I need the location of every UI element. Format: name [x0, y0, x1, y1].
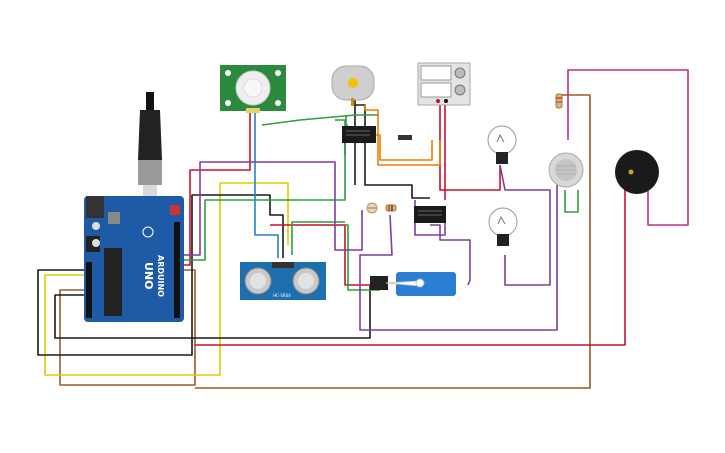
wire-blue[interactable]: [254, 112, 279, 258]
analog-header: [86, 262, 92, 318]
light-bulb-1[interactable]: [487, 125, 517, 164]
wire-yellow[interactable]: [44, 182, 289, 376]
diode[interactable]: [398, 135, 412, 140]
ultrasonic-sensor[interactable]: HC-SR04: [240, 262, 326, 300]
wire-purple-5[interactable]: [414, 215, 446, 236]
reset-button-icon: [170, 205, 180, 215]
resistor-2[interactable]: [555, 93, 563, 109]
bulb-1-glass: [487, 125, 517, 155]
buzzer-body: [615, 150, 659, 194]
digital-header: [174, 222, 180, 318]
gas-sensor[interactable]: [548, 152, 584, 188]
light-bulb-2[interactable]: [488, 207, 518, 246]
dc-motor[interactable]: [331, 65, 375, 106]
piezo-buzzer[interactable]: [615, 150, 659, 194]
wire-black-1[interactable]: [37, 194, 284, 356]
wire-red-1[interactable]: [180, 112, 251, 266]
resistor-1[interactable]: [385, 204, 397, 212]
usb-port: [86, 196, 104, 218]
relay-1[interactable]: [342, 126, 376, 143]
wire-green-relay[interactable]: [345, 115, 348, 126]
wire-red-2[interactable]: [195, 175, 626, 346]
arduino-model: UNO: [142, 262, 155, 290]
servo-body: [396, 272, 456, 296]
arduino-brand: ARDUINO: [156, 255, 165, 297]
plug-cable-end: [138, 160, 162, 185]
power-supply[interactable]: [417, 62, 471, 106]
motor-shaft-icon: [348, 78, 358, 88]
wire-orange[interactable]: [364, 105, 441, 166]
atmega-chip: [104, 248, 122, 316]
ultrasonic-label: HC-SR04: [273, 293, 291, 298]
plug-body: [138, 110, 162, 160]
capacitor-icon: [92, 222, 100, 230]
wire-green-3[interactable]: [291, 221, 345, 255]
wire-red-5[interactable]: [270, 130, 380, 286]
relay-2[interactable]: [414, 206, 446, 223]
wire-green-4[interactable]: [564, 190, 579, 213]
bulb-1-base: [496, 152, 508, 164]
power-plug[interactable]: [138, 92, 162, 197]
wire-purple-1[interactable]: [180, 161, 363, 256]
bulb-2-glass: [488, 207, 518, 237]
wire-purple-3[interactable]: [499, 164, 551, 286]
photoresistor[interactable]: [366, 202, 378, 214]
supply-knob-icon: [454, 67, 466, 79]
wire-green-1[interactable]: [180, 114, 378, 261]
wire-purple-4[interactable]: [359, 185, 558, 331]
servo-connector: [370, 276, 388, 290]
bulb-2-base: [497, 234, 509, 246]
pir-sensor[interactable]: [220, 65, 286, 113]
arduino-uno[interactable]: ARDUINO UNO: [84, 196, 184, 322]
wire-magenta[interactable]: [567, 69, 689, 226]
wire-green-2[interactable]: [345, 224, 380, 291]
buzzer-pin-icon: [628, 169, 634, 175]
servo-motor[interactable]: [370, 272, 456, 296]
